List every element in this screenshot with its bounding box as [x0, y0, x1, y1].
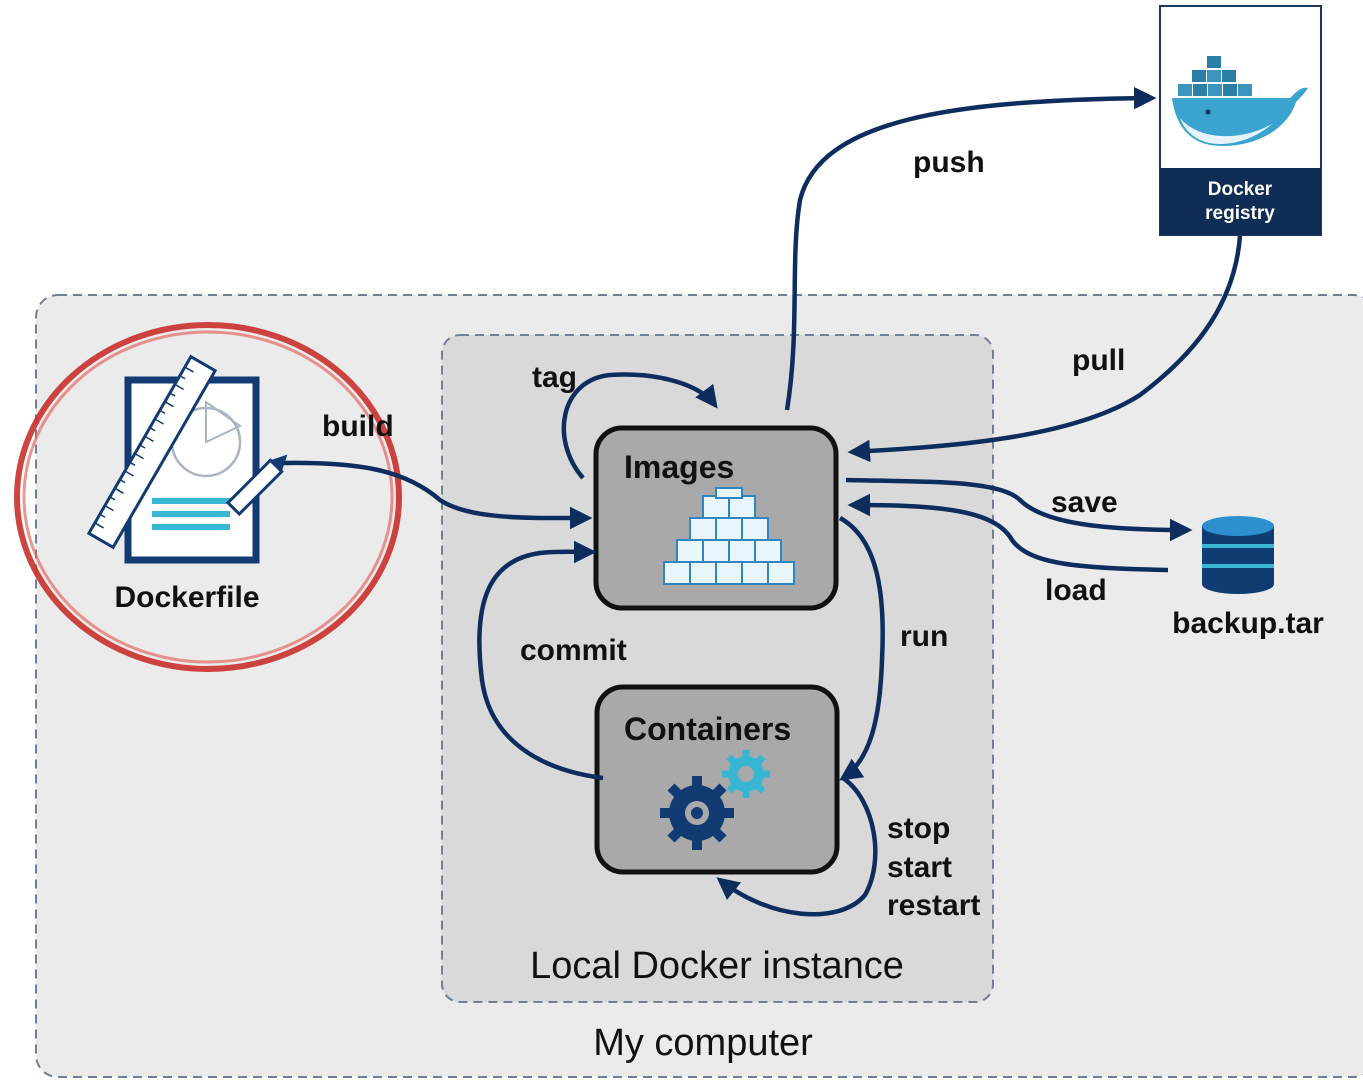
my-computer-label: My computer — [593, 1022, 813, 1064]
dockerfile-highlight-circle — [14, 322, 402, 672]
load-label: load — [1045, 574, 1107, 607]
cube-stack-icon — [663, 487, 795, 585]
build-arrow — [283, 460, 593, 530]
backup-tar-node: backup.tar — [1172, 516, 1324, 640]
images-label: Images — [624, 449, 734, 485]
tag-arrow — [561, 372, 718, 480]
dockerfile-label: Dockerfile — [114, 581, 259, 614]
edge-labels: build tag push pull save load run commit… — [322, 146, 1125, 922]
images-node: Images — [593, 425, 839, 611]
pull-label: pull — [1072, 344, 1125, 377]
edges — [283, 86, 1243, 917]
stop-label: stop — [887, 812, 950, 845]
tag-label: tag — [532, 361, 577, 394]
docker-whale-icon — [1172, 56, 1308, 146]
containers-node: Containers — [594, 684, 840, 875]
lifecycle-arrow — [716, 776, 878, 917]
registry-label-line2: registry — [1205, 203, 1275, 224]
dockerfile-node: Dockerfile — [86, 354, 288, 614]
run-label: run — [900, 620, 948, 653]
save-label: save — [1051, 486, 1118, 519]
local-docker-instance-label: Local Docker instance — [530, 945, 904, 987]
build-label: build — [322, 410, 394, 443]
commit-arrow — [477, 540, 604, 781]
docker-registry-node: Docker registry — [1159, 5, 1322, 236]
registry-label-line1: Docker — [1208, 179, 1273, 200]
containers-label: Containers — [624, 711, 791, 747]
database-icon — [1202, 516, 1274, 594]
run-arrow — [838, 516, 885, 781]
push-label: push — [913, 146, 985, 179]
save-arrow — [845, 477, 1193, 542]
push-arrow — [784, 86, 1157, 411]
commit-label: commit — [520, 634, 627, 667]
load-arrow — [847, 493, 1169, 573]
gears-icon — [660, 750, 770, 850]
restart-label: restart — [887, 889, 980, 922]
backup-tar-label: backup.tar — [1172, 607, 1324, 640]
blueprint-icon — [86, 354, 288, 564]
start-label: start — [887, 851, 952, 884]
pull-arrow — [847, 235, 1243, 463]
